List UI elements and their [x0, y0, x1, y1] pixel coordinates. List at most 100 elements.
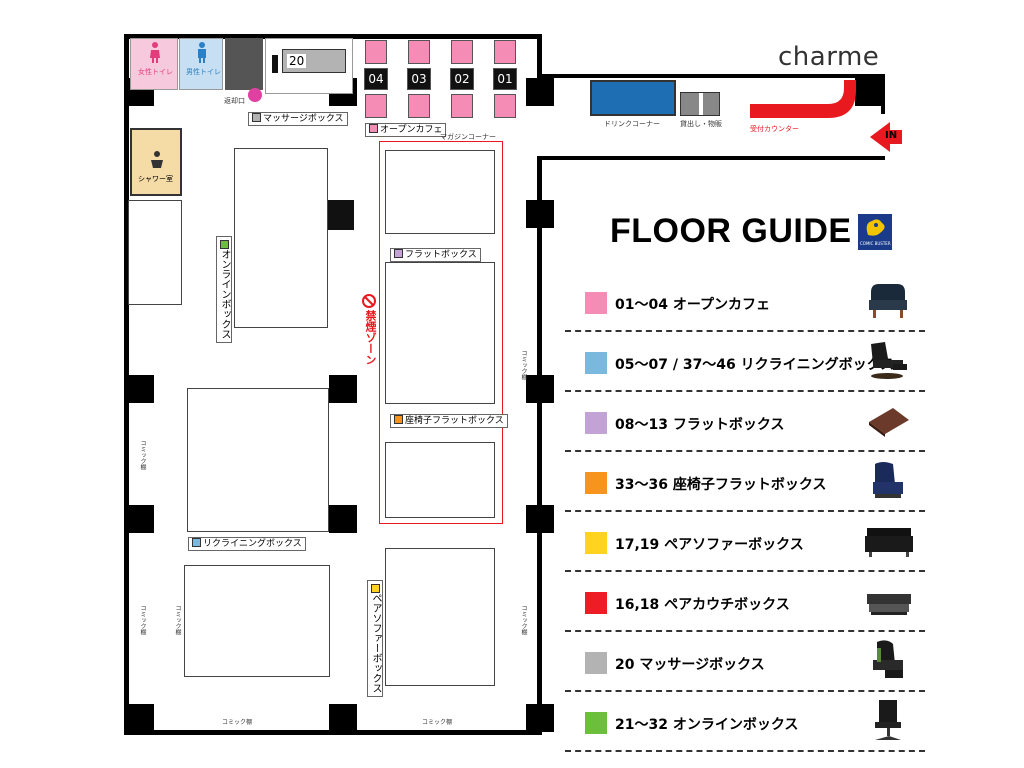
- guide-color-swatch: [585, 412, 607, 434]
- zaisu-recline-block: [187, 388, 329, 532]
- cafe-table-02[interactable]: 02: [450, 68, 474, 90]
- reception-counter: [750, 80, 856, 118]
- cafe-chair[interactable]: [365, 94, 387, 118]
- woman-icon: [150, 42, 160, 63]
- guide-row: 20 マッサージボックス: [565, 632, 925, 692]
- comic-shelf-right-2: コミック棚: [520, 605, 527, 635]
- cafe-table-04-number: 04: [368, 72, 384, 86]
- online-left-block: [128, 200, 182, 305]
- cafe-table-03[interactable]: 03: [407, 68, 431, 90]
- guide-color-swatch: [585, 652, 607, 674]
- lending-label: 貸出し・物販: [680, 120, 722, 128]
- brand-logo: charme: [778, 42, 879, 72]
- magazine-corner-label: マガジンコーナー: [440, 133, 496, 141]
- flat-mat-icon: [863, 398, 913, 442]
- guide-row-text: 16,18 ペアカウチボックス: [615, 597, 790, 613]
- man-icon: [198, 42, 206, 63]
- massage-room: 20: [265, 38, 353, 94]
- pair-sofa-top-block: [385, 442, 495, 518]
- shower-icon: [151, 151, 163, 168]
- no-smoking-icon: [362, 294, 376, 308]
- flat-label: フラットボックス: [390, 248, 481, 262]
- couch-icon: [863, 578, 913, 622]
- reception-label: 受付カウンター: [750, 125, 799, 133]
- no-smoking-label: 禁煙ゾーン: [364, 310, 377, 365]
- sofa-icon: [863, 518, 913, 562]
- guide-row-text: 05～07 / 37～46 リクライニングボックス: [615, 357, 895, 373]
- guide-row: 21～32 オンラインボックス: [565, 692, 925, 752]
- guide-row-text: 17,19 ペアソファーボックス: [615, 537, 804, 553]
- guide-row-text: 21～32 オンラインボックス: [615, 717, 799, 733]
- cafe-chair[interactable]: [494, 94, 516, 118]
- comic-shelf-left-2: コミック棚: [139, 605, 146, 635]
- cafe-chair[interactable]: [494, 40, 516, 64]
- floor-chair-icon: [863, 458, 913, 502]
- guide-row-text: 01～04 オープンカフェ: [615, 297, 770, 313]
- shower-label: シャワー室: [138, 175, 173, 183]
- guide-row: 16,18 ペアカウチボックス: [565, 572, 925, 632]
- guide-title: FLOOR GUIDE: [610, 212, 852, 250]
- guide-row-text: 33～36 座椅子フラットボックス: [615, 477, 827, 493]
- comic-buster-logo: COMIC BUSTER: [858, 214, 892, 250]
- comic-shelf-bottom-1: コミック棚: [222, 719, 253, 726]
- brand-name: charme: [778, 42, 880, 72]
- guide-row: 05～07 / 37～46 リクライニングボックス: [565, 332, 925, 392]
- couch-sofa-block: [385, 548, 495, 686]
- drink-corner-label: ドリンクコーナー: [604, 120, 660, 128]
- comic-shelf-left-1: コミック棚: [139, 440, 146, 470]
- zaisu-label: 座椅子フラットボックス: [390, 414, 508, 428]
- cafe-chair[interactable]: [365, 40, 387, 64]
- drink-corner: [590, 80, 676, 116]
- cafe-table-03-number: 03: [411, 72, 427, 86]
- massage-seat[interactable]: 20: [282, 49, 346, 73]
- guide-row: 08～13 フラットボックス: [565, 392, 925, 452]
- cafe-chair[interactable]: [451, 40, 473, 64]
- cafe-table-01[interactable]: 01: [493, 68, 517, 90]
- guide-row: 17,19 ペアソファーボックス: [565, 512, 925, 572]
- massage-seat-number: 20: [287, 54, 307, 68]
- guide-color-swatch: [585, 292, 607, 314]
- cafe-table-02-number: 02: [454, 72, 470, 86]
- cafe-chair[interactable]: [408, 94, 430, 118]
- cafe-chair[interactable]: [408, 40, 430, 64]
- massage-chair-icon: [863, 638, 913, 682]
- restroom-women-label: 女性トイレ: [138, 68, 173, 76]
- guide-row: 33～36 座椅子フラットボックス: [565, 452, 925, 512]
- armchair-icon: [863, 278, 913, 322]
- recline-top-block: [385, 150, 495, 234]
- online-grid-block: [234, 148, 328, 328]
- massage-label: マッサージボックス: [248, 112, 348, 126]
- guide-row-text: 08～13 フラットボックス: [615, 417, 785, 433]
- entrance-arrow-icon: [870, 122, 902, 152]
- cafe-chair[interactable]: [451, 94, 473, 118]
- recliner-icon: [863, 338, 913, 382]
- guide-color-swatch: [585, 712, 607, 734]
- no-smoking-zone-frame: [379, 141, 503, 524]
- office-chair-icon: [863, 698, 913, 742]
- guide-color-swatch: [585, 472, 607, 494]
- comic-buster-logo-text: COMIC BUSTER: [860, 241, 891, 246]
- entrance-label: IN: [885, 130, 898, 141]
- restroom-men: 男性トイレ: [179, 38, 223, 90]
- guide-row: 01～04 オープンカフェ: [565, 272, 925, 332]
- comic-buster-mascot-icon: [866, 219, 885, 236]
- comic-shelf-bottom-2: コミック棚: [422, 719, 453, 726]
- comic-shelf-mid-1: コミック棚: [174, 605, 181, 635]
- restroom-women: 女性トイレ: [130, 38, 178, 90]
- online-label: オンラインボックス: [216, 236, 232, 343]
- recline-bottom-block: [184, 565, 330, 677]
- lending-desk: [680, 92, 720, 116]
- restroom-men-label: 男性トイレ: [186, 68, 221, 76]
- guide-color-swatch: [585, 592, 607, 614]
- guide-color-swatch: [585, 532, 607, 554]
- shower-room: シャワー室: [130, 128, 182, 196]
- cafe-table-04[interactable]: 04: [364, 68, 388, 90]
- storage-block: [225, 38, 263, 90]
- cafe-table-01-number: 01: [497, 72, 513, 86]
- guide-row-text: 20 マッサージボックス: [615, 657, 765, 673]
- comic-shelf-right-1: コミック棚: [520, 350, 527, 380]
- guide-color-swatch: [585, 352, 607, 374]
- flat-block: [385, 262, 495, 404]
- open-cafe-label: オープンカフェ: [365, 123, 447, 137]
- recline-mid-label: リクライニングボックス: [188, 537, 306, 551]
